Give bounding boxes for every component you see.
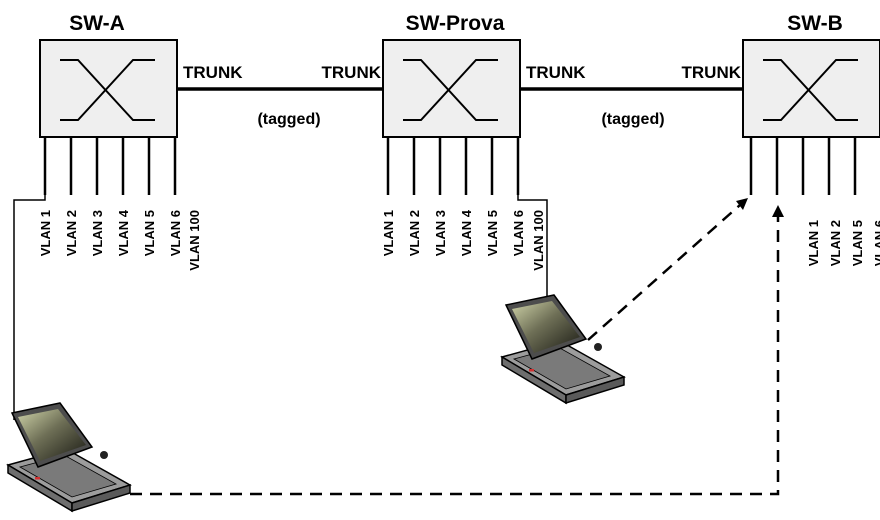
vlan-label: VLAN 100 (187, 210, 202, 271)
vlan-labels-sw-prova: VLAN 1 VLAN 2 VLAN 3 VLAN 4 VLAN 5 VLAN … (381, 209, 546, 270)
vlan-label: VLAN 1 (381, 210, 396, 256)
vlan-label: VLAN 2 (828, 220, 843, 266)
vlan-label: VLAN 2 (407, 210, 422, 256)
switch-icon (763, 59, 858, 121)
vlan-label: VLAN 3 (433, 210, 448, 256)
vlan-label: VLAN 4 (459, 209, 474, 256)
switch-icon (60, 59, 155, 121)
vlan-label: VLAN 4 (116, 209, 131, 256)
sw-prova-title: SW-Prova (406, 12, 505, 35)
vlan-label: VLAN 100 (531, 210, 546, 271)
cable-sw-a-vlan1-to-laptop (13, 195, 46, 420)
vlan-labels-sw-b: VLAN 1 VLAN 2 VLAN 5 VLAN 6 (806, 220, 880, 266)
dashed-path-laptop2-to-sw-b (587, 204, 741, 341)
vlan-label: VLAN 2 (64, 210, 79, 256)
arrow-head-icon (772, 205, 784, 217)
vlan-label: VLAN 6 (511, 210, 526, 256)
trunk-label-prova-left: TRUNK (322, 63, 382, 82)
vlan-label: VLAN 1 (38, 210, 53, 256)
vlan-label: VLAN 6 (872, 220, 880, 266)
switch-icon (403, 59, 498, 121)
switch-sw-prova (382, 39, 521, 138)
ports-sw-b (749, 137, 857, 195)
vlan-label: VLAN 5 (850, 220, 865, 266)
trunk-label-a-right: TRUNK (183, 63, 243, 82)
ports-sw-prova (386, 137, 520, 195)
vlan-label: VLAN 3 (90, 210, 105, 256)
switch-sw-a (39, 39, 178, 138)
trunk-label-b-left: TRUNK (682, 63, 742, 82)
vlan-label: VLAN 6 (168, 210, 183, 256)
switch-sw-b (742, 39, 880, 138)
dashed-path-laptop1-to-sw-b (110, 215, 780, 496)
tagged-label-a-prova: (tagged) (257, 111, 320, 128)
arrow-head-icon (736, 198, 748, 210)
laptop-icon (7, 402, 131, 512)
trunk-label-prova-right: TRUNK (526, 63, 586, 82)
vlan-label: VLAN 5 (485, 210, 500, 256)
tagged-label-prova-b: (tagged) (601, 111, 664, 128)
vlan-label: VLAN 5 (142, 210, 157, 256)
vlan-labels-sw-a: VLAN 1 VLAN 2 VLAN 3 VLAN 4 VLAN 5 VLAN … (38, 209, 202, 270)
ports-sw-a (43, 137, 177, 195)
sw-b-title: SW-B (787, 12, 843, 35)
laptop-icon (501, 294, 625, 404)
vlan-label: VLAN 1 (806, 220, 821, 266)
cable-sw-prova-vlan100-to-laptop (517, 195, 548, 300)
sw-a-title: SW-A (69, 12, 125, 35)
